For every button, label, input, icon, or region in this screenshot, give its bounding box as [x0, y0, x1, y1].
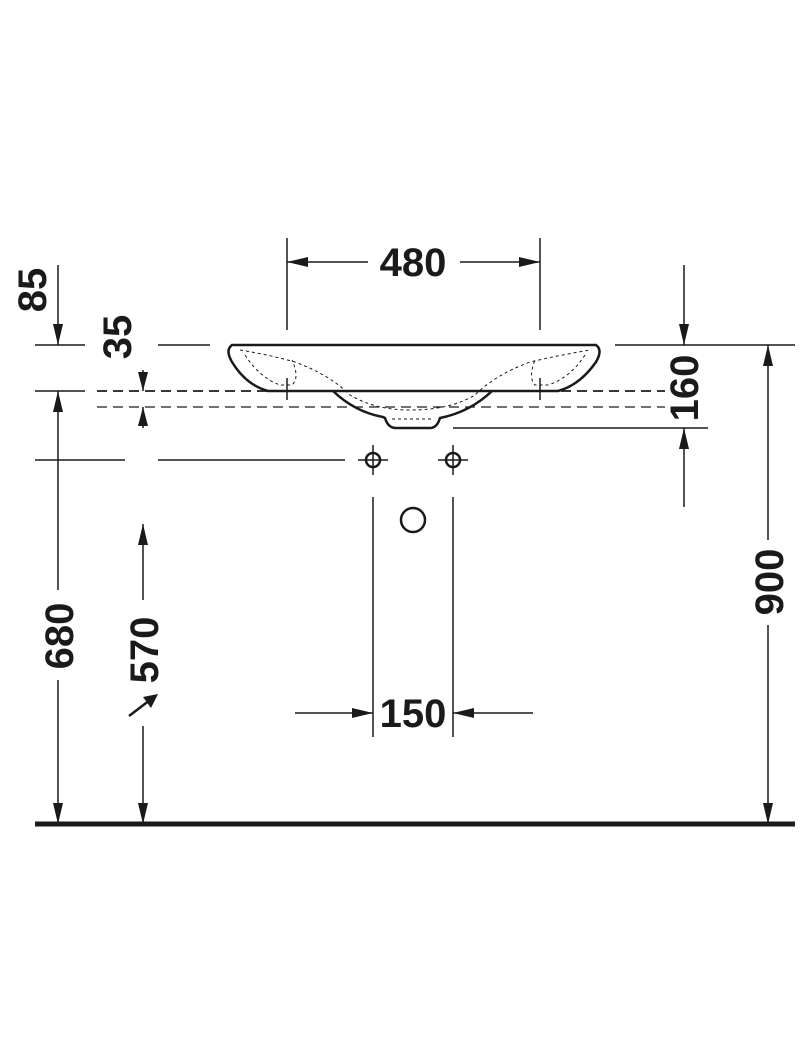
tap-hole-right — [438, 445, 468, 475]
dimension-label: 150 — [380, 692, 447, 736]
basin-outline — [227, 343, 601, 430]
dimension-label: 480 — [380, 241, 447, 285]
dimension-150: 150 — [295, 692, 533, 736]
dimension-570: 570 — [123, 524, 167, 824]
dimension-480: 480 — [286, 238, 541, 330]
dimension-label: 35 — [96, 315, 140, 360]
dimension-label: 680 — [38, 603, 82, 670]
dimension-35: 35 — [96, 315, 148, 428]
dimension-85: 85 — [11, 265, 63, 345]
dimension-label: 85 — [11, 268, 55, 313]
reference-lines — [35, 344, 795, 737]
dimension-label: 900 — [748, 549, 792, 616]
dimension-160: 160 — [663, 265, 707, 507]
tap-hole-left — [358, 445, 388, 475]
dimension-680: 680 — [38, 391, 82, 824]
dimension-900: 900 — [748, 345, 792, 824]
dimension-label: 160 — [663, 355, 707, 422]
drain-hole — [399, 506, 427, 534]
dimension-label: 570 — [123, 617, 167, 684]
pointer-arrow-icon — [128, 699, 151, 717]
